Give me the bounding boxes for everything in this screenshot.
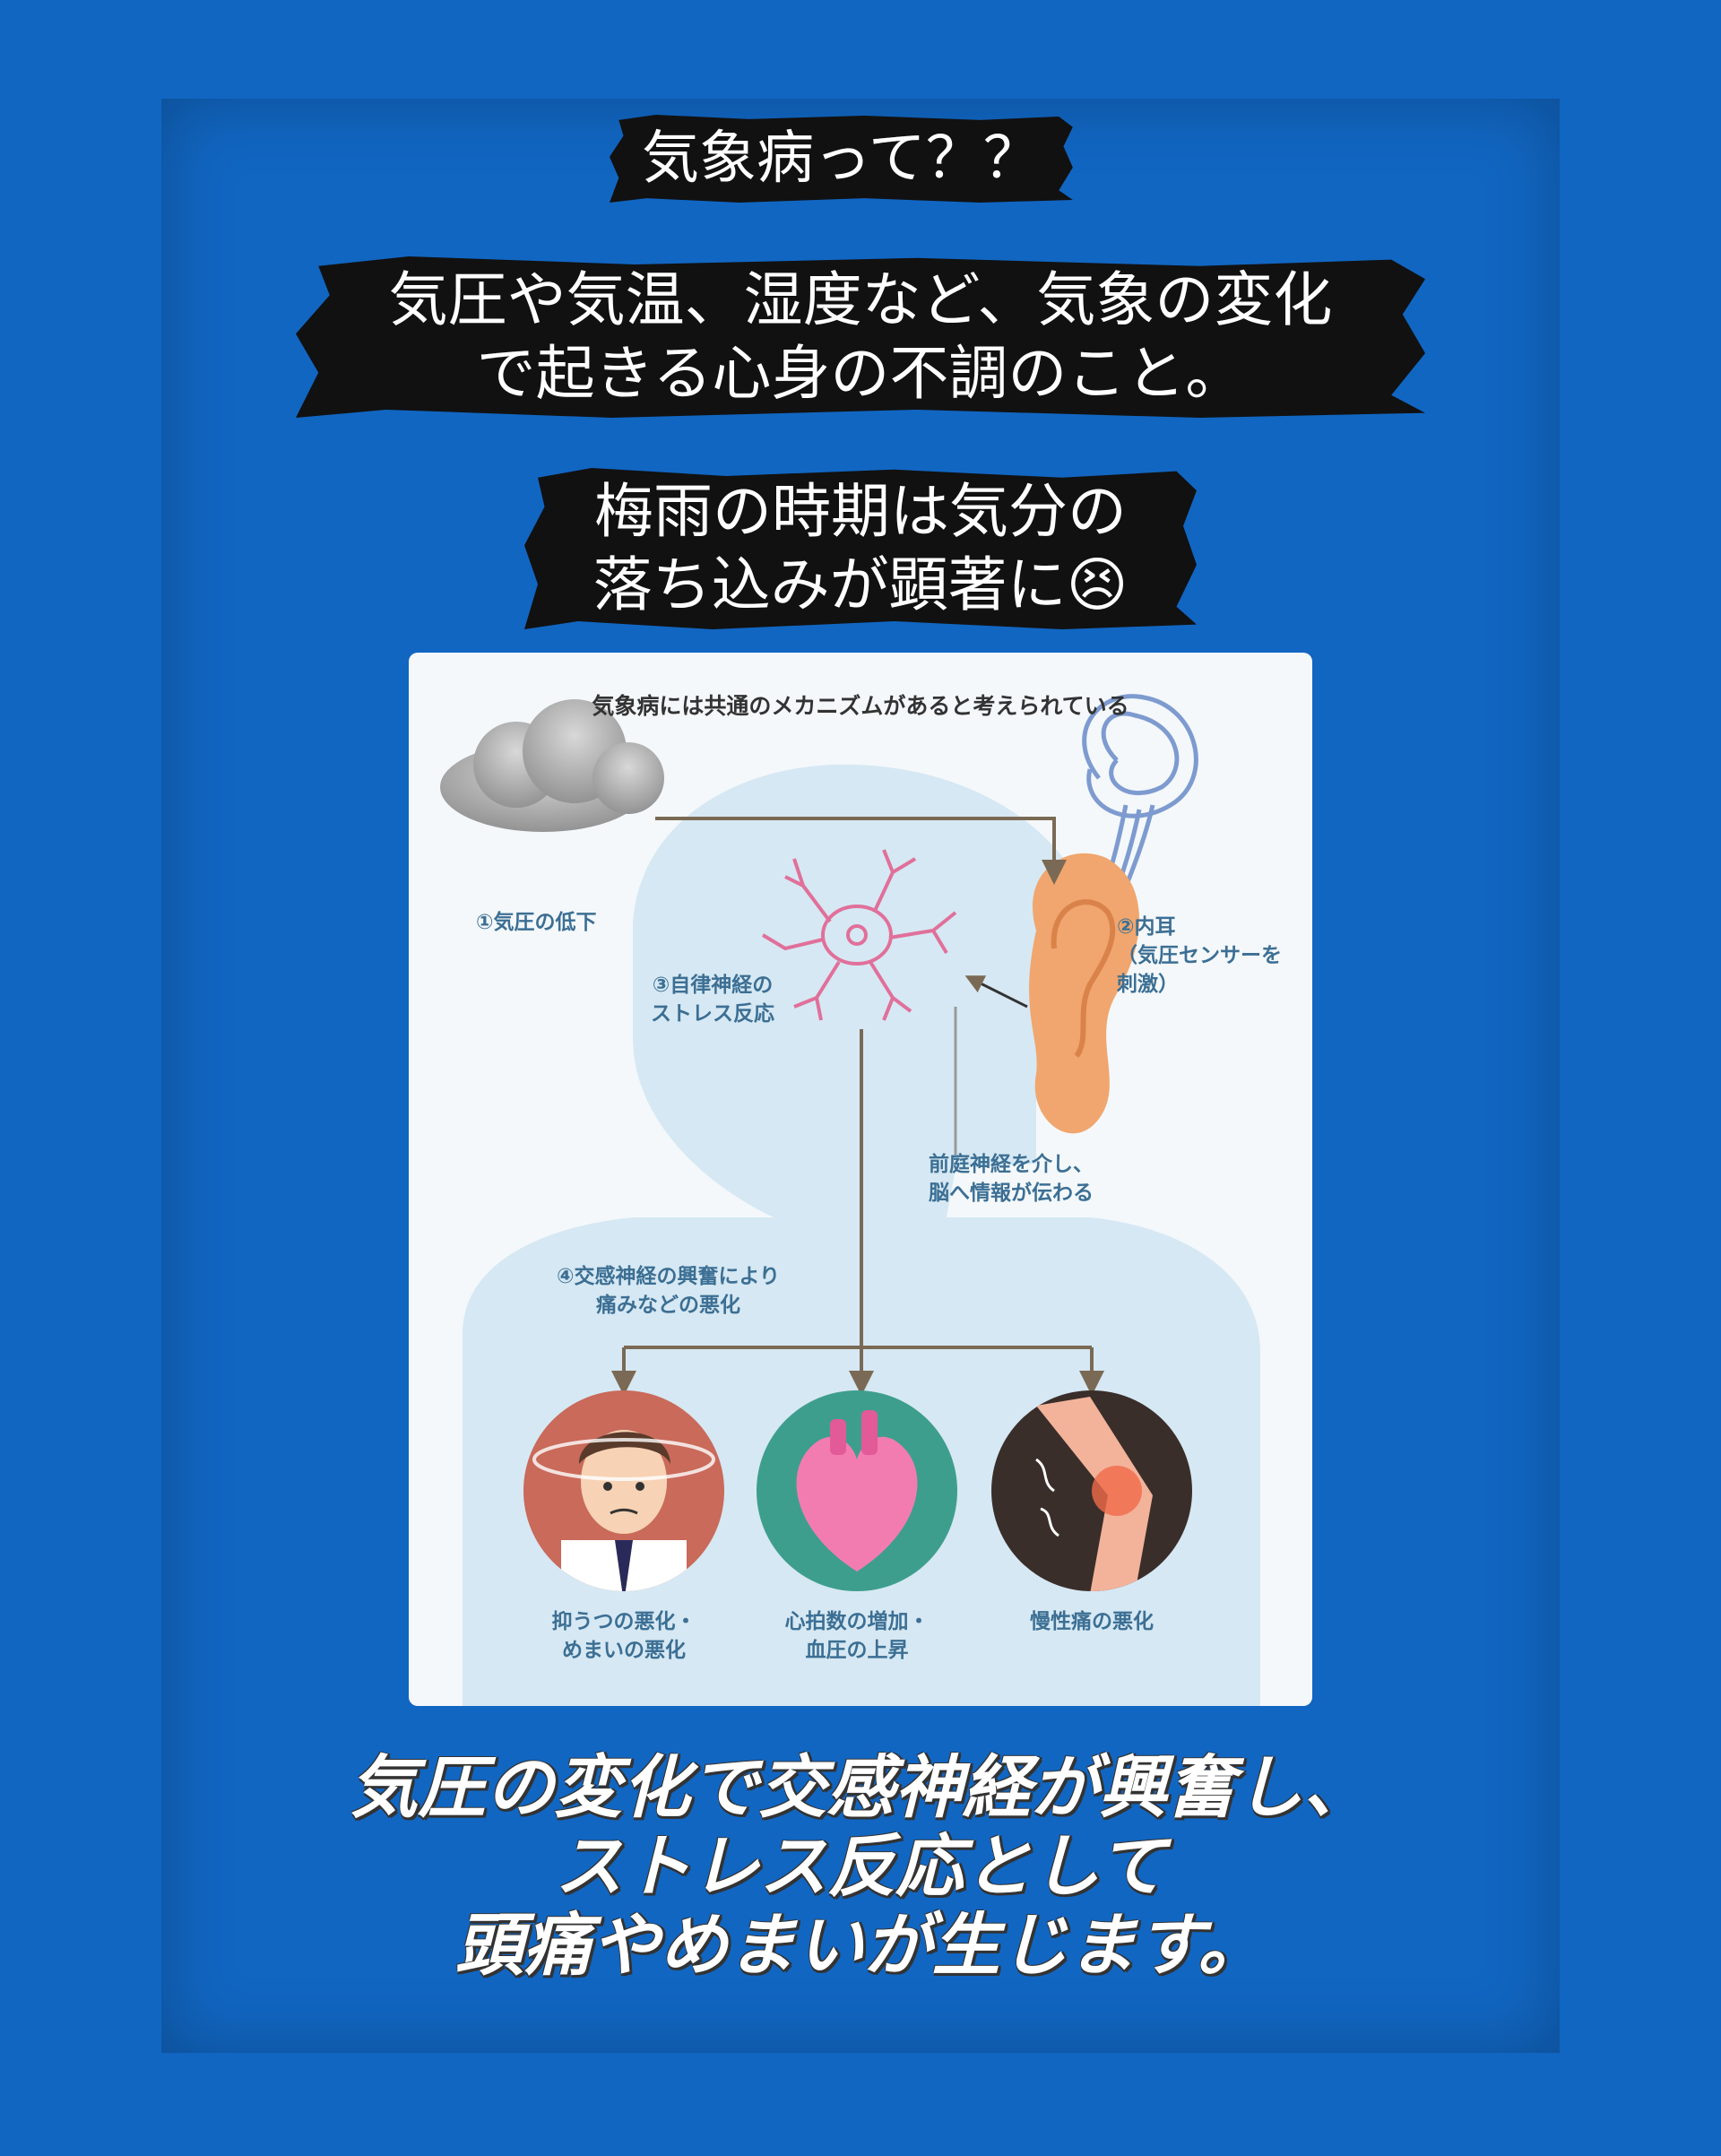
label-inner-ear: ②内耳 （気圧センサーを 刺激） (1117, 915, 1282, 996)
label-sympathetic: ④交感神経の興奮により 痛みなどの悪化 (557, 1265, 781, 1317)
label-pressure-drop: ①気圧の低下 (476, 911, 597, 934)
label-autonomic-stress: ③自律神経の ストレス反応 (651, 974, 774, 1026)
definition-banner: 気圧や気温、湿度など、気象の変化 で起きる心身の不調のこと。 (296, 256, 1425, 418)
label-vestibular-nerve: 前庭神経を介し、 脳へ情報が伝わる (929, 1153, 1094, 1205)
label-outcome-heart: 心拍数の増加・ 血圧の上昇 (784, 1610, 930, 1662)
arrow-ear-to-brain (964, 975, 1028, 1009)
label-outcome-depression: 抑うつの悪化・ めまいの悪化 (551, 1610, 696, 1662)
label-outcome-chronic-pain: 慢性痛の悪化 (1030, 1610, 1154, 1633)
mechanism-diagram: 気象病には共通のメカニズムがあると考えられている ①気圧の低下 ②内耳 （気圧セ… (409, 653, 1312, 1706)
storm-cloud-icon (440, 699, 664, 832)
summary-caption: 気圧の変化で交感神経が興奮し、 ストレス反応として 頭痛やめまいが生じます。 (350, 1747, 1371, 1985)
head-silhouette (633, 764, 1101, 1226)
rainy-season-banner: 梅雨の時期は気分の 落ち込みが顕著に😣 (524, 468, 1197, 629)
diagram-illustration (440, 694, 1260, 1706)
dizziness-icon (523, 1390, 724, 1591)
arrow-cloud-to-ear (655, 817, 1067, 885)
diagram-title: 気象病には共通のメカニズムがあると考えられている (592, 693, 1129, 719)
nerve-cell-icon (761, 849, 957, 1021)
knee-pain-icon (991, 1390, 1192, 1591)
title-banner: 気象病って？？ (610, 115, 1073, 203)
heart-icon (757, 1390, 957, 1591)
